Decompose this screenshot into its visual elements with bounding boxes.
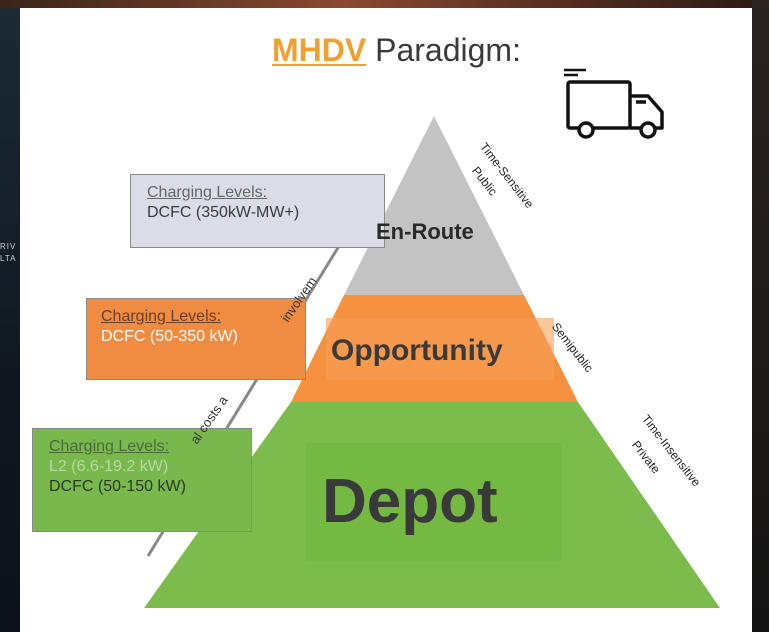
slide-title: MHDV Paradigm: [20,32,752,69]
background-edge-text: LTA [0,254,17,263]
slide: MHDV Paradigm: Charging Levels: DCFC (35… [20,8,752,632]
opportunity-charging-level: DCFC (50-350 kW) [101,328,238,345]
opportunity-charging-box: Charging Levels: DCFC (50-350 kW) [86,298,306,380]
opportunity-highlight [326,318,554,380]
background-top-strip [0,0,769,8]
background-edge-text: RIV [0,242,17,251]
title-rest: Paradigm: [375,32,521,68]
opportunity-charging-header: Charging Levels: [101,308,222,325]
title-accent: MHDV [272,32,367,68]
background-right-panel [752,0,769,632]
depot-charging-header: Charging Levels: [49,438,170,455]
pyramid-tier-enroute [344,116,524,295]
enroute-charging-box: Charging Levels: DCFC (350kW-MW+) [130,174,385,248]
enroute-charging-level: DCFC (350kW-MW+) [147,204,300,221]
depot-charging-level-l2: L2 (6.6-19.2 kW) [49,458,169,475]
background-left-panel [0,0,20,632]
enroute-charging-header: Charging Levels: [147,184,268,201]
truck-icon [564,68,664,139]
depot-charging-level-dcfc: DCFC (50-150 kW) [49,478,186,495]
depot-charging-box: Charging Levels: L2 (6.6-19.2 kW) DCFC (… [32,428,252,532]
tier-label-depot: Depot [322,467,498,536]
depot-highlight [306,443,562,561]
tier-label-enroute: En-Route [376,219,474,244]
tier-label-opportunity: Opportunity [331,334,503,367]
